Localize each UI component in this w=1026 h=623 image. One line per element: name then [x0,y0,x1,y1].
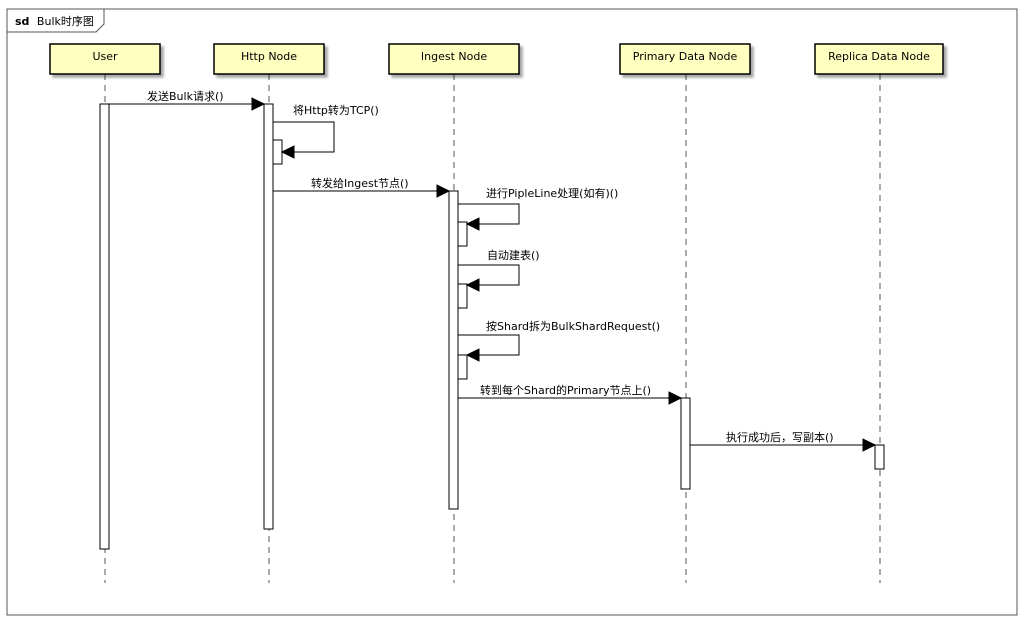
message-http-to-tcp[interactable] [273,121,335,159]
message-write-replica[interactable] [690,438,877,452]
lifeline-http-name: Http Node [241,50,297,63]
lifeline-http[interactable]: Http Node [213,43,325,75]
message-line [273,121,335,153]
message-to-primary[interactable] [458,391,683,405]
lifeline-ingest-name: Ingest Node [421,50,487,63]
activation-ingest-self-3 [457,354,468,380]
lifeline-user-box [49,43,161,75]
lifeline-user[interactable]: User [49,43,161,75]
message-label-pipeline: 进行PipleLine处理(如有)() [486,186,618,200]
message-label-send-bulk: 发送Bulk请求() [147,89,224,103]
lifeline-ingest-box [388,43,520,75]
arrowhead [436,184,451,198]
arrowhead [465,348,480,362]
message-line [458,203,520,225]
message-line [458,334,520,356]
lifeline-http-box [213,43,325,75]
lifeline-primary[interactable]: Primary Data Node [619,43,751,75]
message-label-write-replica: 执行成功后，写副本() [726,430,834,444]
lifeline-replica-box [814,43,944,75]
lifeline-replica-name: Replica Data Node [828,50,930,63]
frame-name: Bulk时序图 [37,14,94,28]
message-label-split-shard: 按Shard拆为BulkShardRequest() [486,319,660,333]
arrowhead [280,145,295,159]
activation-ingest [448,190,459,510]
arrowhead [465,217,480,231]
frame-border [6,8,1018,616]
message-pipeline[interactable] [458,203,520,231]
message-label-forward-ingest: 转发给Ingest节点() [311,176,409,190]
message-line [458,264,520,286]
activation-http [263,103,274,530]
arrowhead [862,438,877,452]
activation-primary [680,397,691,490]
message-split-shard[interactable] [458,334,520,362]
activation-ingest-self-1 [457,221,468,247]
arrowhead [668,391,683,405]
frame-tab [6,8,105,33]
frame-title: sd Bulk时序图 [15,14,94,28]
lifeline-replica[interactable]: Replica Data Node [814,43,944,75]
lifeline-primary-box [619,43,751,75]
message-label-to-primary: 转到每个Shard的Primary节点上() [480,383,651,397]
activation-http-self [272,139,283,165]
message-forward-ingest[interactable] [273,184,451,198]
lifeline-ingest[interactable]: Ingest Node [388,43,520,75]
lifeline-user-name: User [92,50,118,63]
arrowhead [251,97,266,111]
message-send-bulk[interactable] [109,97,266,111]
message-label-auto-create: 自动建表() [487,248,540,262]
activation-replica [874,444,885,470]
activation-ingest-self-2 [457,283,468,309]
frame-keyword: sd [15,15,29,28]
message-auto-create[interactable] [458,264,520,292]
lifeline-primary-name: Primary Data Node [633,50,738,63]
arrowhead [465,278,480,292]
activation-user [99,103,110,550]
message-label-http-to-tcp: 将Http转为TCP() [293,103,379,117]
